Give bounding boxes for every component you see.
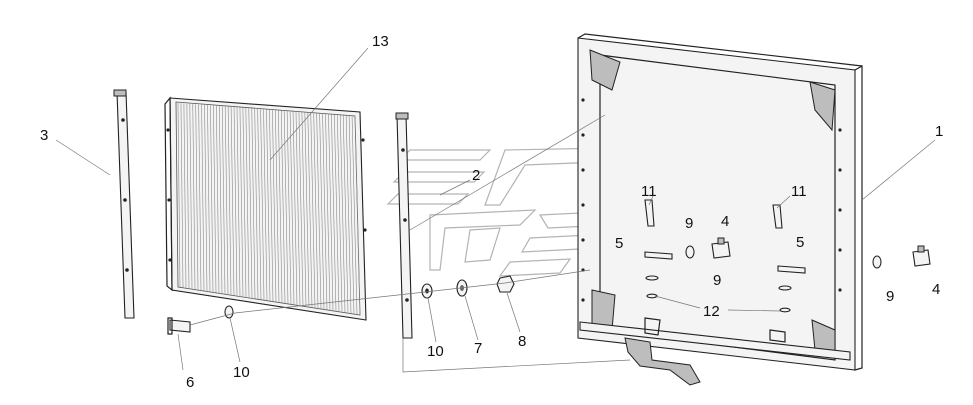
callout-13: 13 [372,33,389,50]
callout-11a: 11 [641,183,657,200]
radiator-fin-line [319,113,325,310]
radiator-fin-line [245,107,250,298]
radiator-fin-line [180,103,184,288]
radiator-fin-line [251,108,256,299]
radiator-fin-line [207,105,211,292]
callout-11b: 11 [791,183,807,200]
leader-lines [55,47,936,371]
radiator-fin-line [192,104,196,290]
radiator-fin-line [204,104,208,292]
radiator-fin-line [328,114,334,311]
radiator-fin-line [210,105,214,293]
radiator-fin-line [219,106,223,294]
radiator-fin-line [310,112,316,309]
fasteners [167,199,931,335]
callout-4a: 4 [721,213,729,230]
callout-5a: 5 [615,235,623,252]
radiator-fin-line [339,114,346,313]
assembly-lines [189,114,631,373]
radiator-fin-line [239,107,244,297]
radiator-fin-line [337,114,343,313]
callout-12: 12 [703,303,720,320]
radiator-fin-line [236,107,241,297]
radiator-fin-line [351,115,358,315]
frame-bolt-holes [581,98,842,302]
radiator-fin-line [295,111,301,306]
radiator-fin-line [266,109,271,302]
radiator-fin-line [289,111,295,305]
radiator-fin-line [348,115,355,315]
part-2-side-strip [395,112,413,339]
callout-labels: 13 3 1 2 11 11 9 4 5 5 9 9 4 12 8 7 10 1… [40,33,943,391]
radiator-fin-line [275,110,280,303]
radiator-fin-line [183,103,187,288]
radiator-fin-line [313,112,319,309]
radiator-fin-line [269,109,274,302]
callout-1: 1 [935,123,943,140]
radiator-fin-line [331,114,337,312]
callout-2: 2 [472,167,480,184]
part-13-radiator-core [164,96,367,321]
part-3-side-strip [113,89,135,319]
radiator-fin-line [198,104,202,291]
callout-9c: 9 [886,288,894,305]
radiator-fin-line [304,112,310,308]
radiator-fin-line [316,113,322,309]
radiator-fin-line [263,109,268,301]
radiator-fin-line [292,111,298,306]
radiator-fin-line [221,106,226,295]
callout-6: 6 [186,374,194,391]
callout-9a: 9 [685,215,693,232]
radiator-fin-line [298,111,304,307]
radiator-fin-line [257,108,262,300]
radiator-fin-line [230,106,235,296]
radiator-fin-line [307,112,313,308]
radiator-fin-line [195,104,199,290]
radiator-fin-line [186,103,190,289]
radiator-fin-line [280,110,286,304]
watermark-logo [386,147,612,277]
radiator-fins [177,102,361,316]
radiator-fin-line [216,105,220,294]
radiator-fin-line [254,108,259,300]
radiator-fin-line [233,107,238,296]
radiator-fin-line [201,104,205,291]
callout-5b: 5 [796,234,804,251]
callout-3: 3 [40,127,48,144]
callout-10b: 10 [427,343,444,360]
callout-4b: 4 [932,281,940,298]
radiator-fin-line [325,113,331,311]
radiator-fin-line [227,106,232,295]
radiator-fin-line [248,108,253,299]
radiator-fin-line [278,110,283,303]
radiator-fin-line [345,115,352,314]
callout-7: 8 [518,333,526,350]
radiator-fin-line [213,105,217,293]
radiator-fin-line [322,113,328,310]
radiator-fin-line [224,106,229,295]
callout-8: 7 [474,340,482,357]
radiator-fin-line [286,111,292,305]
radiator-fin-line [354,115,361,316]
radiator-fin-line [342,115,349,314]
radiator-fin-line [242,107,247,298]
radiator-fin-line [189,103,193,289]
callout-9b: 9 [713,272,721,289]
radiator-fin-line [272,109,277,302]
radiator-fin-line [260,109,265,301]
part-1-frame [577,33,863,386]
radiator-fin-line [301,112,307,307]
callout-10a: 10 [233,364,250,381]
radiator-fin-line [334,114,340,312]
radiator-fin-line [177,102,181,288]
